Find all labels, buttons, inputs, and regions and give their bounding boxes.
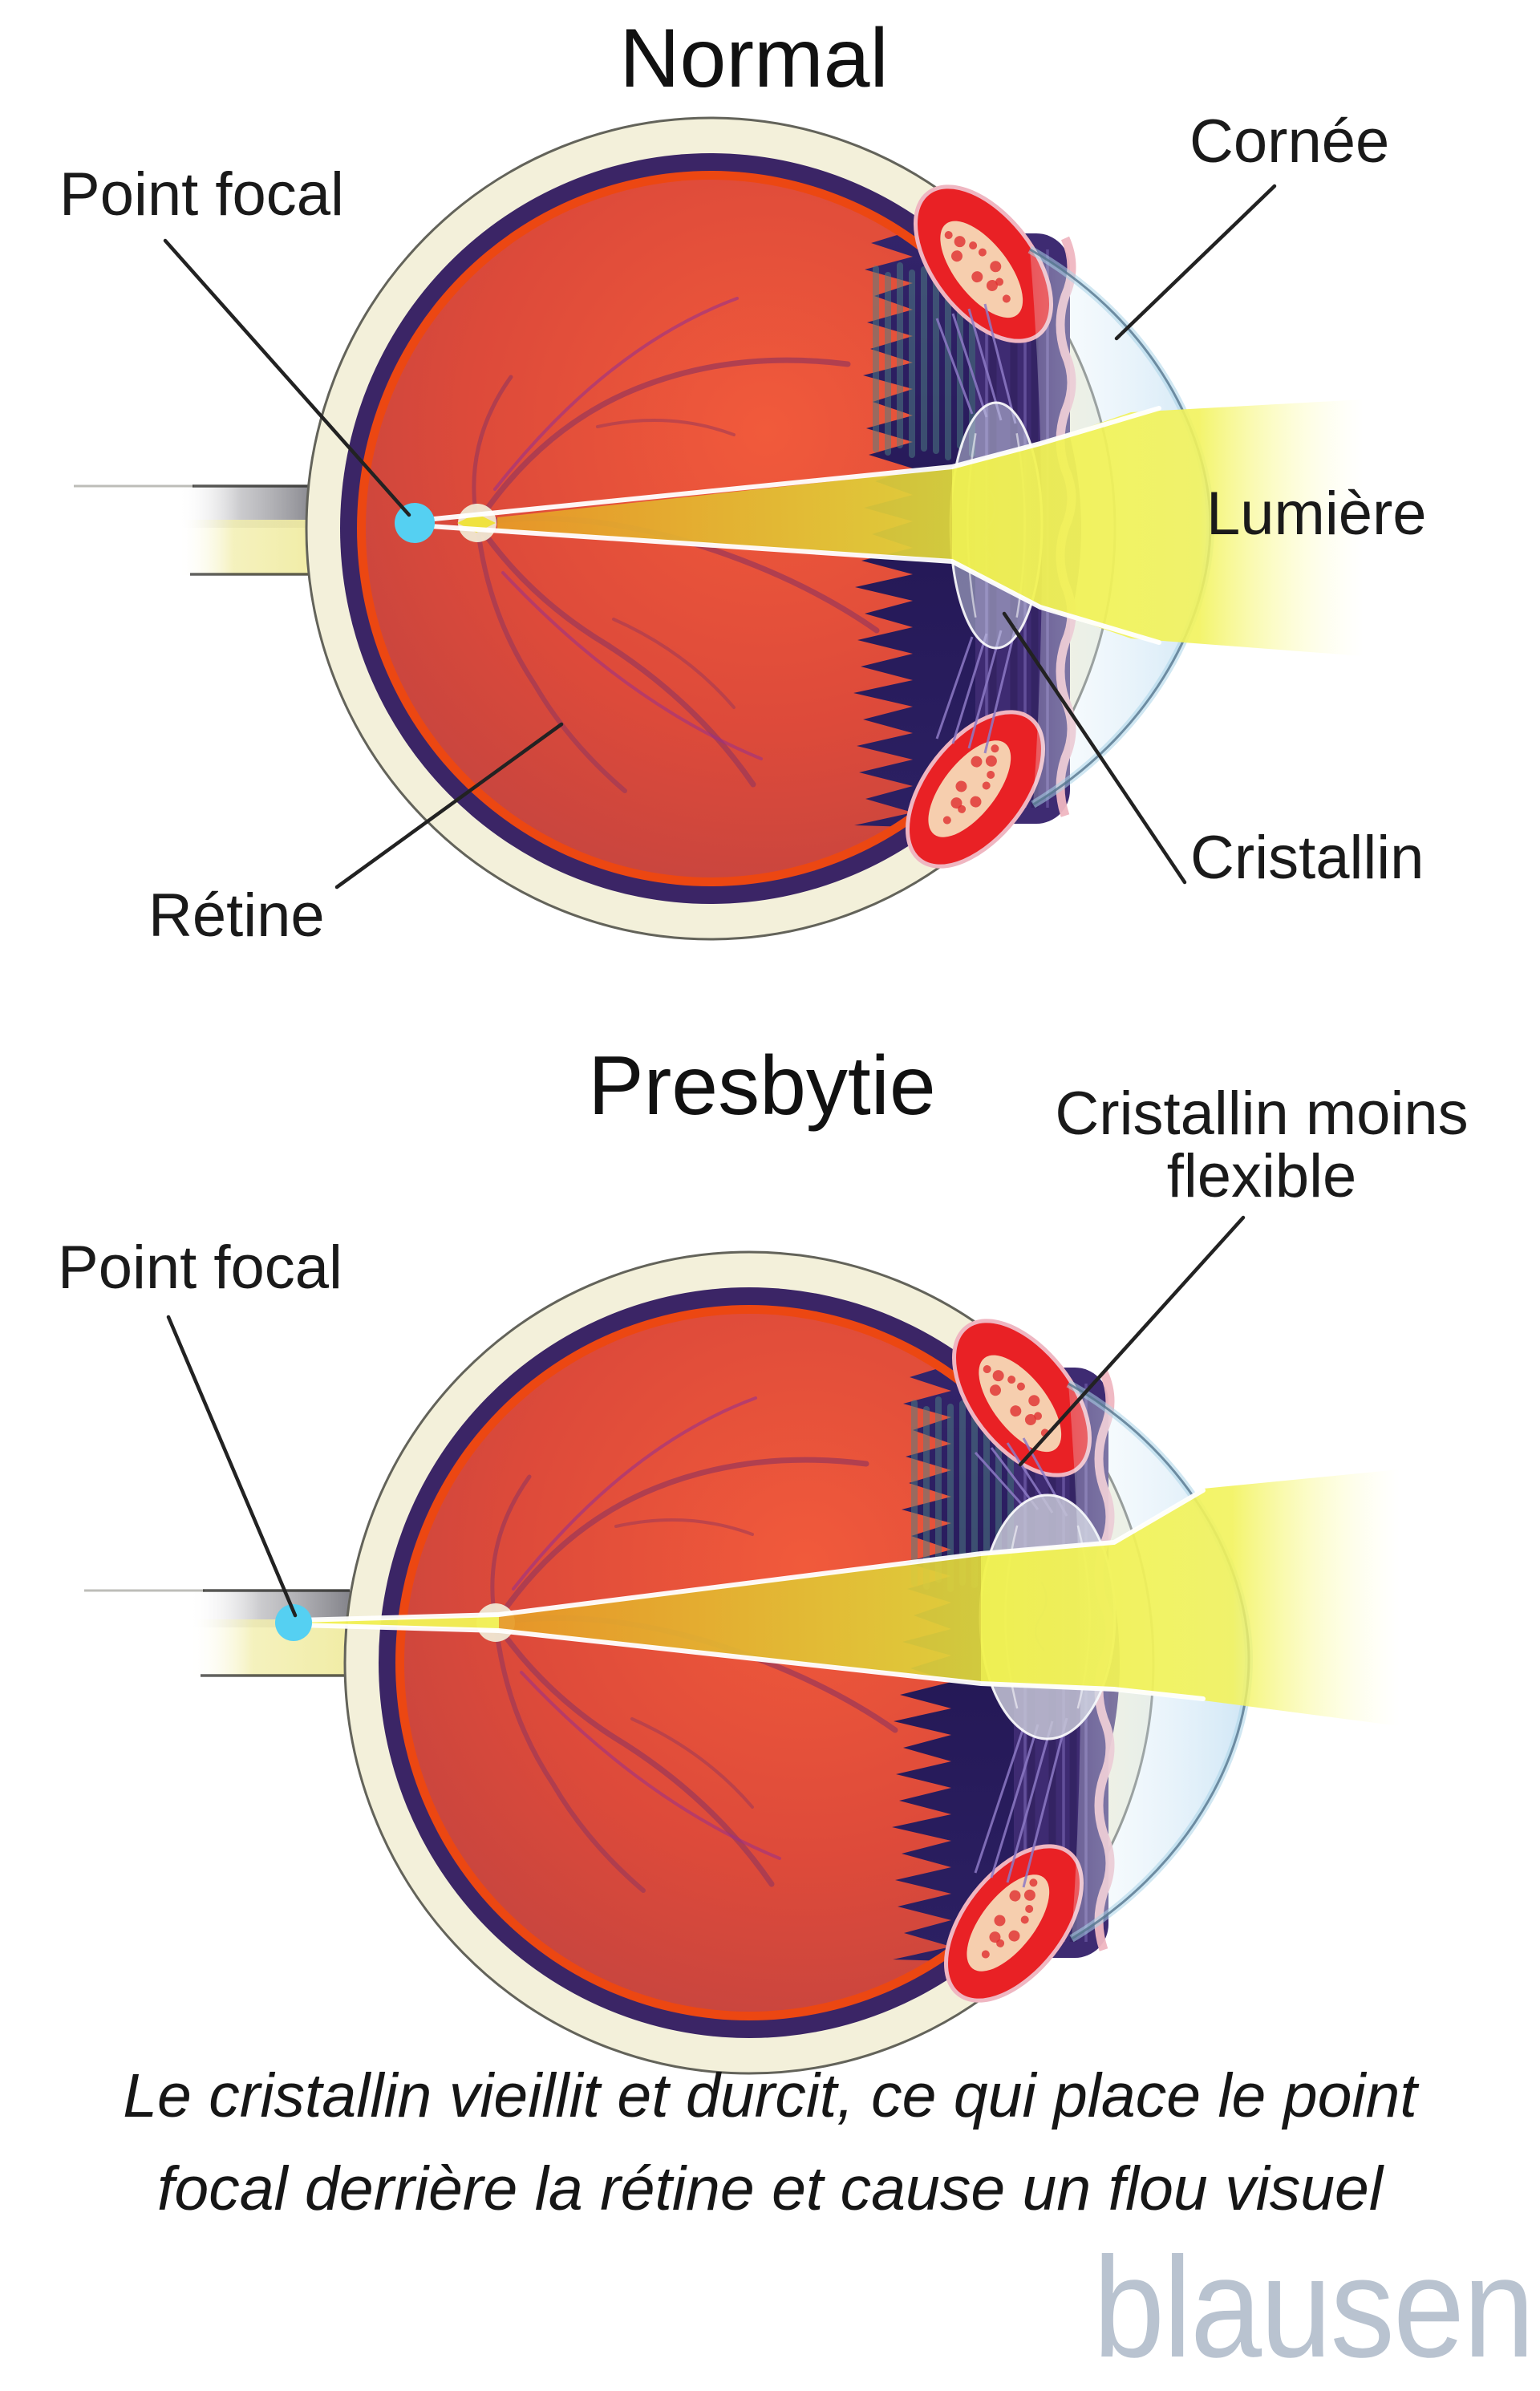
label-cornee: Cornée [1189, 107, 1390, 176]
label-lumiere: Lumière [1206, 480, 1427, 548]
label-cmf-line2: flexible [1166, 1141, 1357, 1210]
label-cmf-line1: Cristallin moins [1055, 1080, 1469, 1148]
caption-line2: focal derrière la rétine et cause un flo… [156, 2154, 1383, 2223]
caption-line1: Le cristallin vieillit et durcit, ce qui… [123, 2061, 1417, 2130]
figure-caption: Le cristallin vieillit et durcit, ce qui… [0, 2050, 1540, 2235]
label-cristallin: Cristallin [1190, 824, 1424, 892]
label-point-focal-normal: Point focal [59, 160, 344, 229]
label-retine: Rétine [148, 881, 325, 950]
label-point-focal-presbytie: Point focal [58, 1234, 342, 1302]
label-cristallin-moins-flexible: Cristallin moins flexible [1053, 1083, 1470, 1207]
panel-title-normal: Normal [619, 12, 889, 105]
panel-title-presbytie: Presbytie [588, 1039, 936, 1133]
blausen-watermark: blausen [1093, 2227, 1534, 2387]
